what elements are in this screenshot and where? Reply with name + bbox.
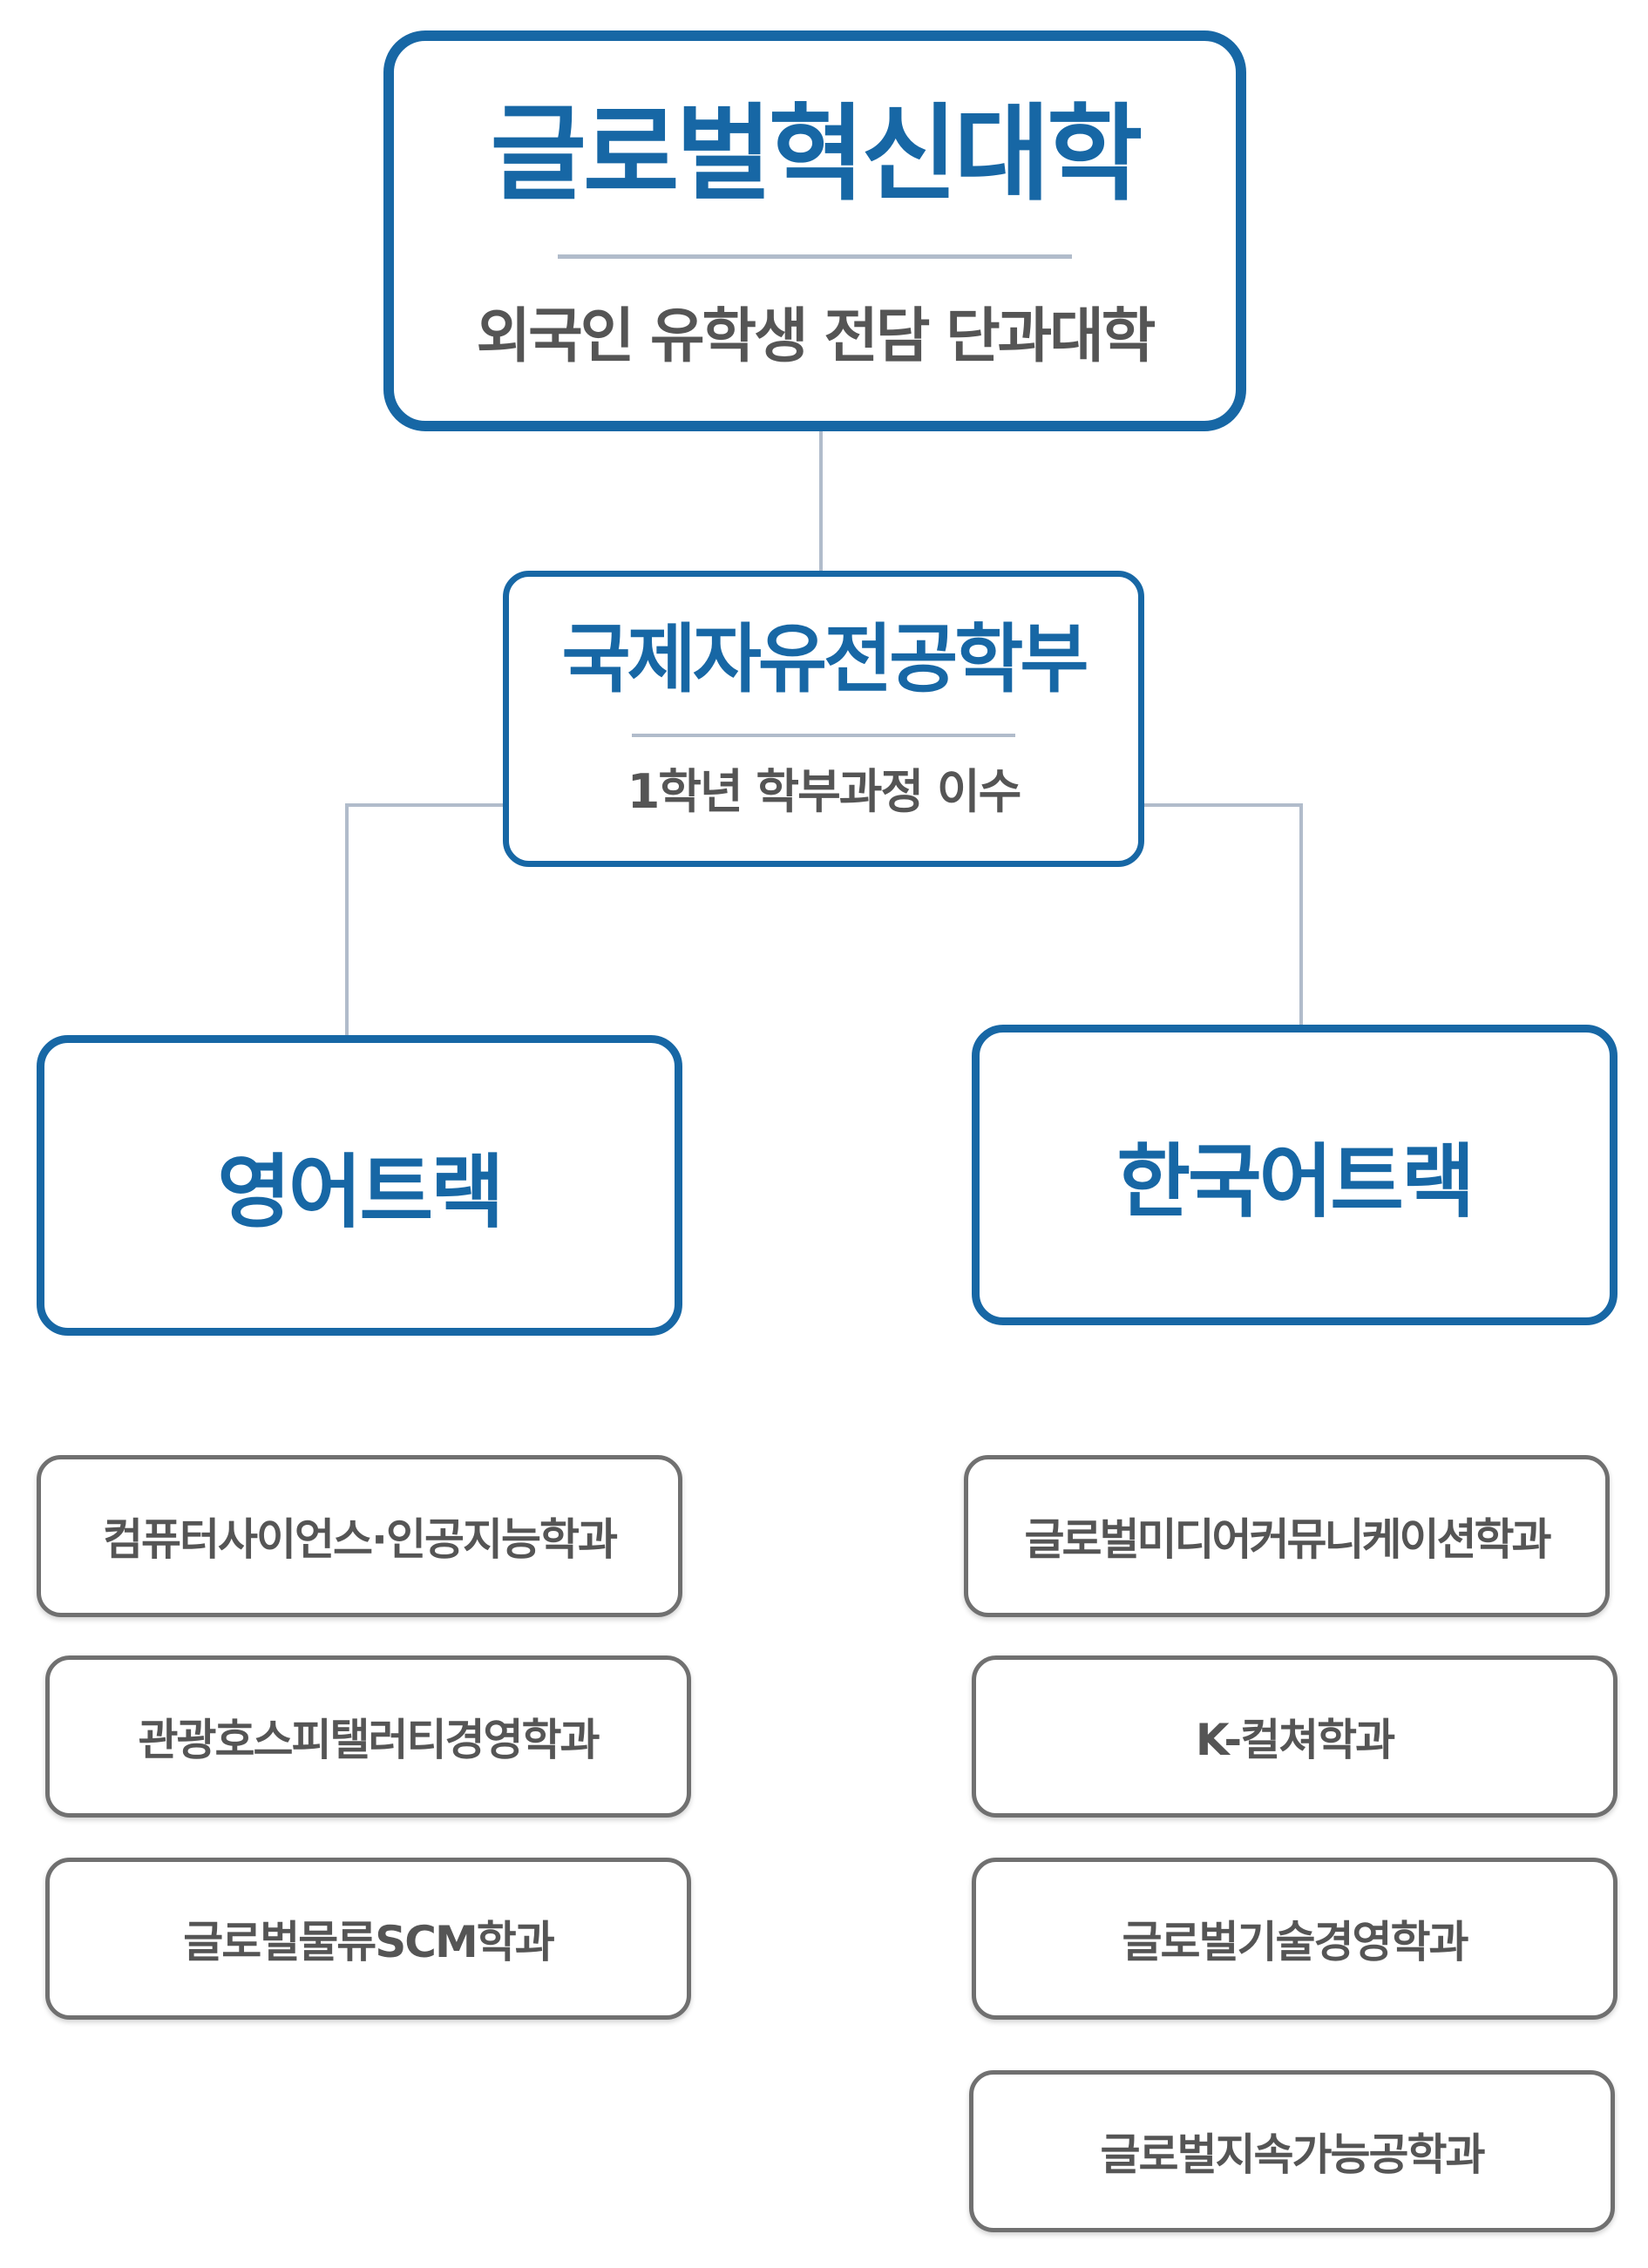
connector-left-horizontal (345, 803, 505, 807)
track-box-english: 영어트랙 (37, 1035, 682, 1336)
root-title: 글로벌혁신대학 (490, 93, 1143, 215)
root-box: 글로벌혁신대학 외국인 유학생 전담 단과대학 (383, 30, 1246, 431)
division-box: 국제자유전공학부 1학년 학부과정 이수 (503, 571, 1144, 867)
dept-label: 컴퓨터사이언스·인공지능학과 (103, 1514, 618, 1565)
connector-left-vertical (345, 803, 349, 1035)
dept-tourism-hospitality: 관광호스피탤러티경영학과 (45, 1655, 691, 1818)
dept-label: 글로벌미디어커뮤니케이션학과 (1024, 1514, 1552, 1565)
root-divider (558, 254, 1072, 259)
dept-label: 글로벌기술경영학과 (1122, 1917, 1469, 1967)
dept-global-media-communication: 글로벌미디어커뮤니케이션학과 (964, 1455, 1610, 1617)
root-subtitle: 외국인 유학생 전담 단과대학 (476, 301, 1156, 371)
dept-label: 글로벌지속가능공학과 (1100, 2129, 1486, 2180)
dept-global-sustainable-engineering: 글로벌지속가능공학과 (969, 2070, 1615, 2232)
dept-label: K-컬쳐학과 (1195, 1715, 1395, 1765)
dept-global-logistics-scm: 글로벌물류SCM학과 (45, 1858, 691, 2020)
division-divider (632, 734, 1015, 737)
track-box-korean: 한국어트랙 (972, 1025, 1617, 1325)
dept-global-tech-management: 글로벌기술경영학과 (972, 1858, 1617, 2020)
division-title: 국제자유전공학부 (561, 616, 1089, 703)
connector-right-vertical (1299, 803, 1303, 1025)
dept-computer-science-ai: 컴퓨터사이언스·인공지능학과 (37, 1455, 682, 1617)
track-title-english: 영어트랙 (217, 1146, 505, 1239)
track-title-korean: 한국어트랙 (1116, 1135, 1475, 1229)
dept-k-culture: K-컬쳐학과 (972, 1655, 1617, 1818)
division-subtitle: 1학년 학부과정 이수 (627, 764, 1022, 819)
connector-right-horizontal (1142, 803, 1303, 807)
dept-label: 글로벌물류SCM학과 (183, 1917, 554, 1967)
connector-root-division (819, 427, 823, 571)
dept-label: 관광호스피탤러티경영학과 (138, 1715, 600, 1765)
